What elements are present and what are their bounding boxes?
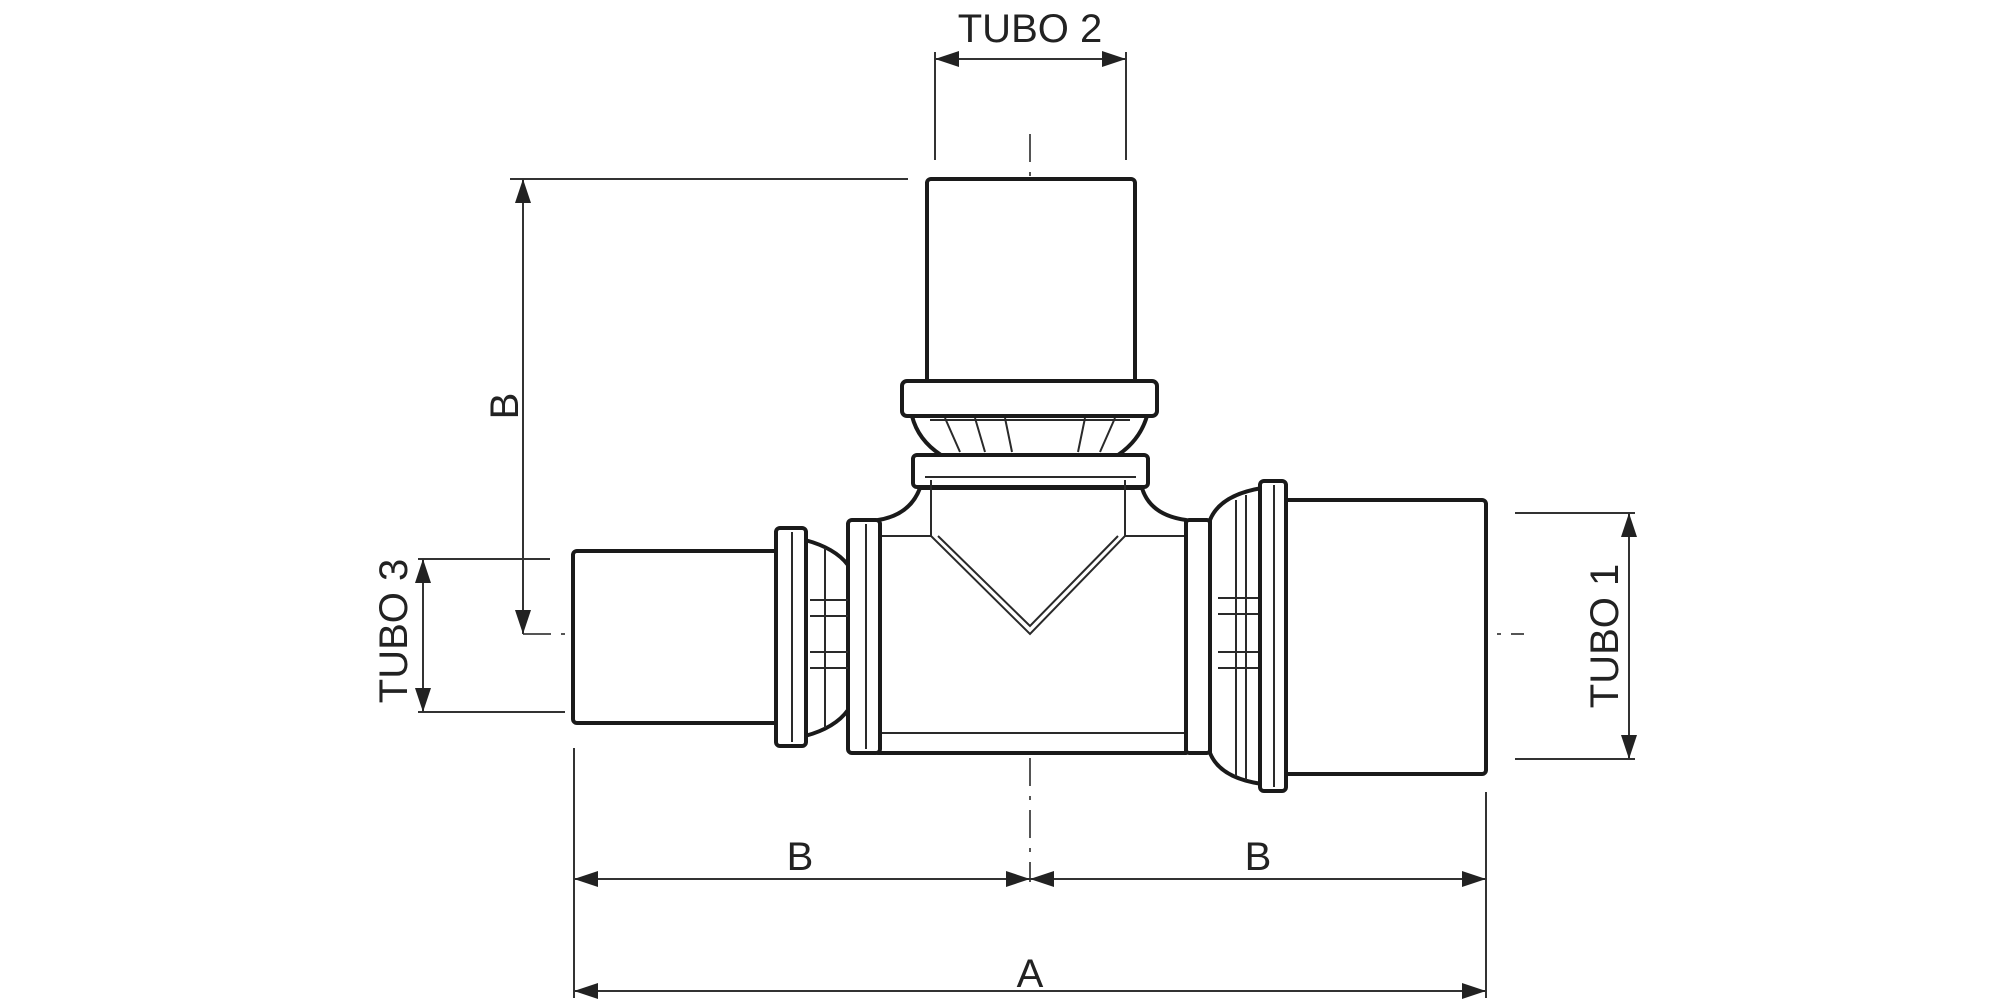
tubo-2-dimension: TUBO 2: [934, 7, 1127, 160]
tubo-2-label: TUBO 2: [958, 7, 1102, 51]
tubo-1-dimension: TUBO 1: [1515, 512, 1637, 760]
b-vertical-label: B: [483, 393, 527, 420]
bottom-dimensions: B B A: [573, 748, 1487, 999]
tubo-3-dimension: TUBO 3: [372, 558, 565, 713]
left-pipe-tubo-3: [571, 526, 850, 748]
right-pipe-tubo-1: [1208, 479, 1488, 793]
b-vertical-dimension: B: [483, 178, 908, 634]
b-right-label: B: [1245, 835, 1272, 879]
a-total-label: A: [1017, 952, 1044, 996]
tee-body: [846, 480, 1212, 755]
tubo-3-label: TUBO 3: [372, 559, 416, 703]
tubo-1-label: TUBO 1: [1583, 564, 1627, 708]
top-pipe-tubo-2: [900, 177, 1159, 489]
b-left-label: B: [787, 835, 814, 879]
